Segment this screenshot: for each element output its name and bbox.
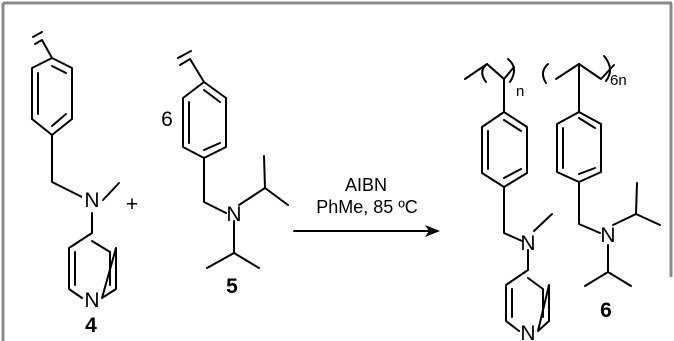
compound-6-amine-n-left: N: [520, 232, 535, 255]
compound-6-amine-n-right: N: [600, 224, 615, 247]
compound-5-label: 5: [226, 275, 238, 298]
compound-6-subscript-n: n: [516, 83, 524, 100]
compound-4-pyridine-n: N: [84, 289, 99, 312]
reaction-arrow: [293, 225, 440, 237]
compound-6-structure: N N N n 6n: [464, 55, 661, 341]
plus-sign: +: [126, 193, 138, 216]
compound-4-label: 4: [85, 314, 97, 337]
compound-5-amine-n: N: [226, 203, 241, 226]
compound-5-structure: N: [177, 50, 289, 269]
reagent-label: AIBN: [345, 175, 387, 195]
solvent-temperature-label: PhMe, 85 ºC: [316, 197, 418, 217]
compound-4-amine-n: N: [84, 189, 99, 212]
compound-6-pyridine-n: N: [520, 322, 535, 341]
compound-6-label: 6: [600, 299, 612, 322]
compound-4-structure: N N: [31, 31, 120, 312]
compound-6-subscript-6n: 6n: [610, 72, 627, 89]
coefficient-5: 6: [161, 108, 173, 131]
